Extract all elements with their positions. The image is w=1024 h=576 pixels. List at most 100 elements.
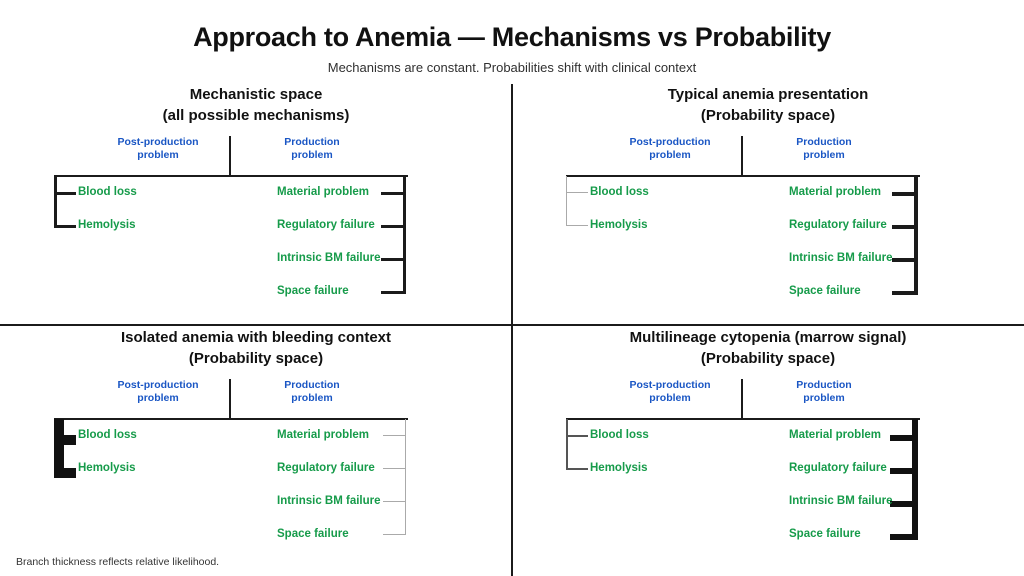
bracket-spine [54,419,64,478]
branch-diagram: Post-production problem Production probl… [546,136,994,326]
horizontal-rail [566,418,920,420]
horizontal-rail [54,418,408,420]
category-label-post-production: Post-production problem [88,136,228,162]
mechanism-label: Hemolysis [78,219,136,231]
bracket-production [546,136,994,326]
center-stem [741,379,743,419]
bracket-stub [566,225,588,226]
category-line2: problem [649,149,691,161]
quadrant-mechanistic-space: Mechanistic space (all possible mechanis… [0,84,512,330]
mechanism-label: Space failure [789,285,861,297]
category-line2: problem [291,392,333,404]
bracket-stub [54,435,76,445]
quadrant-heading-line1: Multilineage cytopenia (marrow signal) [629,329,907,346]
bracket-production [34,136,482,326]
category-line1: Post-production [629,379,711,391]
bracket-stub [383,501,405,502]
bracket-stub [54,192,76,195]
category-line1: Post-production [629,136,711,148]
mechanism-label: Regulatory failure [277,462,375,474]
bracket-stub [381,192,403,195]
bracket-stub [892,225,914,229]
category-label-production: Production problem [242,379,382,405]
center-stem [229,136,231,176]
center-stem [229,379,231,419]
vertical-quadrant-divider [511,84,513,576]
quadrant-heading-line1: Isolated anemia with bleeding context [120,329,392,346]
category-line2: problem [649,392,691,404]
bracket-stub [381,225,403,228]
quadrant-heading: Multilineage cytopenia (marrow signal) (… [512,327,1024,369]
category-line2: problem [137,149,179,161]
bracket-spine [405,419,406,535]
category-label-production: Production problem [754,379,894,405]
bracket-spine [566,419,568,470]
center-stem [741,136,743,176]
mechanism-label: Material problem [789,186,882,198]
category-line1: Post-production [117,136,199,148]
quadrant-heading-line2: (Probability space) [188,350,324,367]
mechanism-label: Space failure [277,528,349,540]
quadrant-heading-line2: (Probability space) [700,107,836,124]
page-title: Approach to Anemia — Mechanisms vs Proba… [193,22,831,52]
bracket-spine [566,176,567,226]
mechanism-label: Intrinsic BM failure [277,252,381,264]
bracket-spine [914,176,918,295]
bracket-post-production [546,379,994,569]
bracket-stub [892,291,914,295]
mechanism-label: Space failure [789,528,861,540]
quadrant-heading-line1: Typical anemia presentation [667,86,869,103]
mechanism-label: Blood loss [590,186,649,198]
bracket-spine [54,176,57,228]
bracket-production [34,379,482,569]
footnote: Branch thickness reflects relative likel… [16,556,220,568]
bracket-spine [912,419,918,540]
category-line1: Production [284,379,340,391]
category-label-post-production: Post-production problem [600,136,740,162]
quadrant-heading-line1: Mechanistic space [189,86,323,103]
horizontal-quadrant-divider [0,324,1024,326]
mechanism-label: Intrinsic BM failure [789,495,893,507]
mechanism-label: Regulatory failure [277,219,375,231]
quadrant-isolated-anemia-bleeding-context: Isolated anemia with bleeding context (P… [0,327,512,573]
bracket-stub [54,225,76,228]
page-subtitle: Mechanisms are constant. Probabilities s… [327,60,697,75]
branch-diagram: Post-production problem Production probl… [34,136,482,326]
quadrant-multilineage-cytopenia: Multilineage cytopenia (marrow signal) (… [512,327,1024,573]
mechanism-label: Hemolysis [78,462,136,474]
bracket-stub [566,468,588,470]
bracket-post-production [546,136,994,326]
category-line2: problem [291,149,333,161]
branch-diagram: Post-production problem Production probl… [546,379,994,569]
mechanism-label: Material problem [277,429,370,441]
horizontal-rail [54,175,408,177]
mechanism-label: Regulatory failure [789,219,887,231]
bracket-stub [566,192,588,193]
mechanism-label: Intrinsic BM failure [789,252,893,264]
quadrant-heading: Mechanistic space (all possible mechanis… [0,84,512,126]
category-line1: Production [284,136,340,148]
category-line1: Production [796,379,852,391]
bracket-stub [54,468,76,478]
bracket-stub [381,258,403,261]
mechanism-label: Hemolysis [590,462,648,474]
bracket-stub [566,435,588,437]
bracket-stub [383,435,405,436]
quadrant-heading: Typical anemia presentation (Probability… [512,84,1024,126]
bracket-stub [383,468,405,469]
category-label-production: Production problem [754,136,894,162]
category-label-post-production: Post-production problem [600,379,740,405]
category-line1: Production [796,136,852,148]
branch-diagram: Post-production problem Production probl… [34,379,482,569]
category-line2: problem [803,149,845,161]
category-line1: Post-production [117,379,199,391]
bracket-stub [892,192,914,196]
mechanism-label: Blood loss [78,429,137,441]
mechanism-label: Material problem [277,186,370,198]
mechanism-label: Intrinsic BM failure [277,495,381,507]
mechanism-label: Hemolysis [590,219,648,231]
mechanism-label: Blood loss [78,186,137,198]
mechanism-label: Space failure [277,285,349,297]
horizontal-rail [566,175,920,177]
bracket-stub [890,501,912,507]
